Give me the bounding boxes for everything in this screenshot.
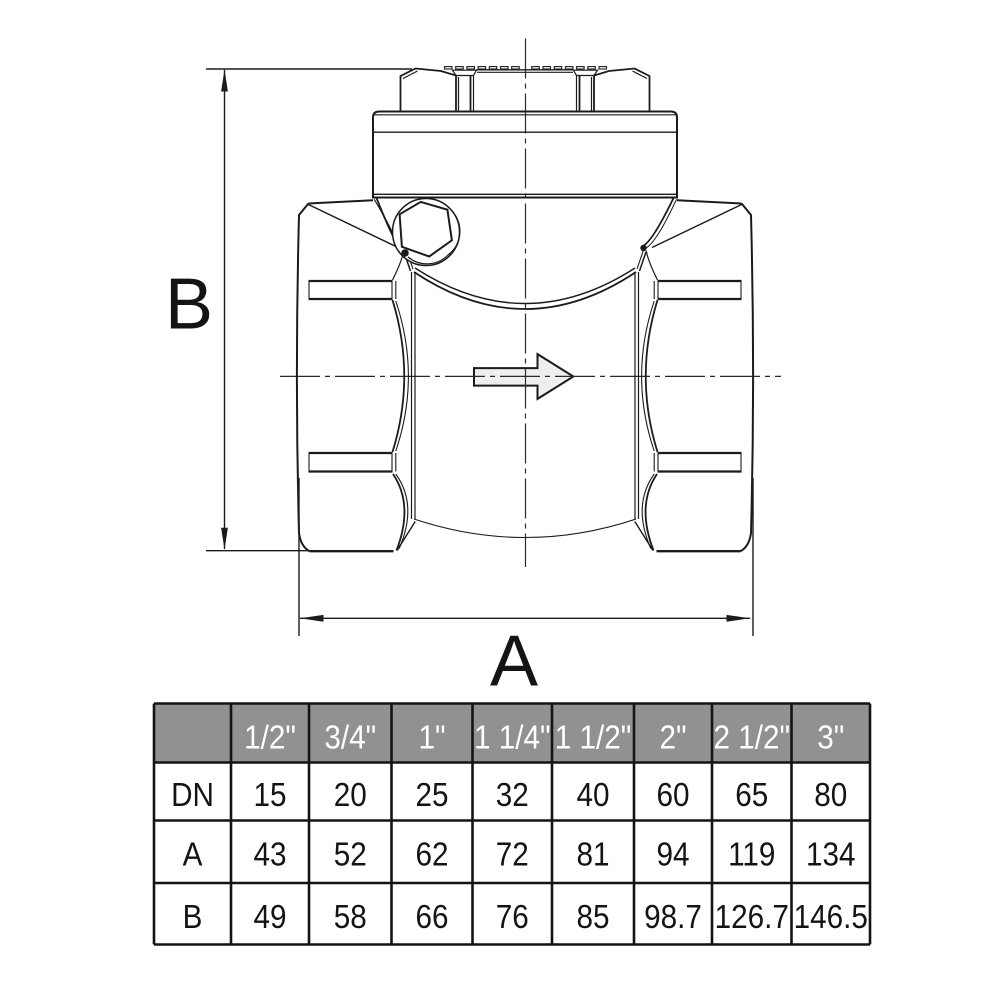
svg-text:3/4": 3/4" (324, 719, 376, 756)
svg-text:1 1/4": 1 1/4" (474, 719, 551, 756)
svg-text:146.5: 146.5 (794, 898, 868, 935)
svg-text:80: 80 (814, 777, 847, 814)
svg-text:119: 119 (728, 836, 775, 873)
svg-text:DN: DN (171, 777, 214, 814)
svg-text:3": 3" (817, 719, 844, 756)
svg-text:43: 43 (253, 836, 286, 873)
svg-text:25: 25 (415, 777, 448, 814)
svg-text:65: 65 (735, 777, 768, 814)
svg-text:52: 52 (334, 836, 367, 873)
svg-text:66: 66 (415, 898, 448, 935)
svg-text:A: A (490, 622, 538, 702)
svg-text:58: 58 (334, 898, 367, 935)
svg-text:81: 81 (576, 836, 609, 873)
svg-text:1 1/2": 1 1/2" (555, 719, 632, 756)
svg-text:20: 20 (334, 777, 367, 814)
svg-text:2 1/2": 2 1/2" (713, 719, 790, 756)
svg-text:72: 72 (496, 836, 529, 873)
svg-text:49: 49 (253, 898, 286, 935)
svg-text:126.7: 126.7 (715, 898, 789, 935)
svg-text:1/2": 1/2" (244, 719, 296, 756)
svg-text:85: 85 (576, 898, 609, 935)
svg-text:98.7: 98.7 (644, 898, 702, 935)
svg-text:32: 32 (496, 777, 529, 814)
svg-text:40: 40 (576, 777, 609, 814)
svg-text:2": 2" (659, 719, 686, 756)
svg-text:62: 62 (415, 836, 448, 873)
svg-text:60: 60 (656, 777, 689, 814)
svg-text:134: 134 (806, 836, 856, 873)
svg-text:B: B (183, 898, 203, 935)
svg-text:B: B (165, 265, 213, 345)
svg-text:A: A (183, 836, 203, 873)
svg-text:15: 15 (253, 777, 286, 814)
svg-text:76: 76 (496, 898, 529, 935)
svg-text:1": 1" (418, 719, 445, 756)
svg-text:94: 94 (656, 836, 689, 873)
